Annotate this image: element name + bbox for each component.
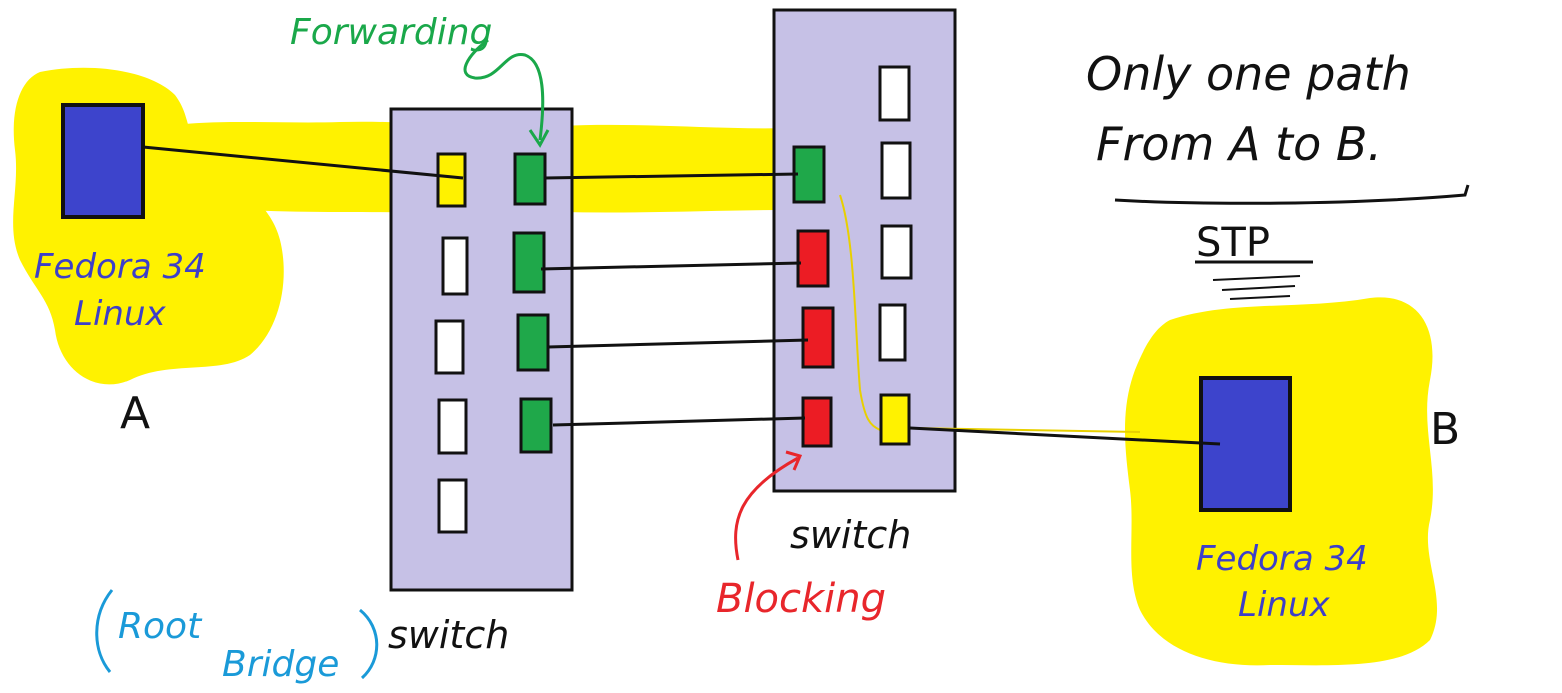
port-blocking — [801, 306, 835, 369]
note-line2: From A to B. — [1096, 117, 1382, 171]
note-underline — [1114, 184, 1470, 205]
left-switch-right-ports — [512, 152, 553, 454]
port-active — [879, 393, 911, 446]
port-forwarding — [512, 231, 546, 294]
forwarding-arrowhead — [528, 129, 550, 148]
port-idle — [434, 319, 465, 375]
host-a-computer — [61, 103, 145, 219]
port-idle — [880, 141, 912, 200]
stp-label: STP — [1196, 220, 1270, 266]
root-paren-right — [359, 608, 379, 680]
port-forwarding — [519, 397, 553, 454]
stp-underline-3 — [1221, 285, 1296, 291]
root-label-line2: Bridge — [222, 644, 339, 685]
cable-link-4 — [552, 416, 806, 427]
path-continuation — [839, 194, 881, 431]
host-a-letter: A — [120, 388, 150, 439]
port-idle — [878, 303, 907, 362]
forwarding-label: Forwarding — [290, 12, 492, 53]
stp-underline-2 — [1212, 275, 1301, 281]
cable-link-3 — [547, 338, 809, 349]
port-forwarding — [516, 313, 550, 372]
forwarding-arrow — [463, 38, 545, 141]
port-forwarding — [513, 152, 547, 206]
cable-link-1 — [544, 172, 799, 180]
port-blocking — [801, 396, 833, 448]
cable-link-2 — [540, 261, 802, 271]
blocking-label: Blocking — [716, 576, 886, 622]
left-switch-label: switch — [388, 613, 509, 657]
cable-b-to-switch — [909, 426, 1221, 446]
port-idle — [878, 65, 911, 122]
port-forwarding — [792, 145, 826, 204]
port-idle — [437, 478, 468, 534]
host-b-letter: B — [1430, 404, 1460, 455]
root-label-line1: Root — [118, 606, 203, 647]
port-idle — [437, 398, 468, 455]
port-blocking — [796, 229, 830, 288]
blocking-arrow — [734, 456, 799, 561]
host-a-label-line1: Fedora 34 — [34, 247, 206, 287]
host-b-label-line1: Fedora 34 — [1196, 539, 1368, 579]
cable-a-to-root — [142, 145, 464, 180]
right-switch-left-ports — [792, 145, 835, 448]
left-switch-left-ports — [434, 152, 469, 534]
port-active — [436, 152, 467, 208]
port-idle — [441, 236, 469, 296]
host-b-label-line2: Linux — [1238, 585, 1330, 625]
host-a-highlight — [13, 67, 284, 385]
right-switch-label: switch — [790, 513, 911, 557]
host-a-label-line2: Linux — [74, 294, 166, 334]
right-switch-right-ports — [878, 65, 913, 446]
note-line1: Only one path — [1086, 47, 1411, 101]
blocking-arrowhead — [785, 450, 803, 471]
root-paren-left — [95, 589, 114, 673]
stp-underline-4 — [1229, 295, 1291, 300]
port-idle — [880, 224, 913, 280]
